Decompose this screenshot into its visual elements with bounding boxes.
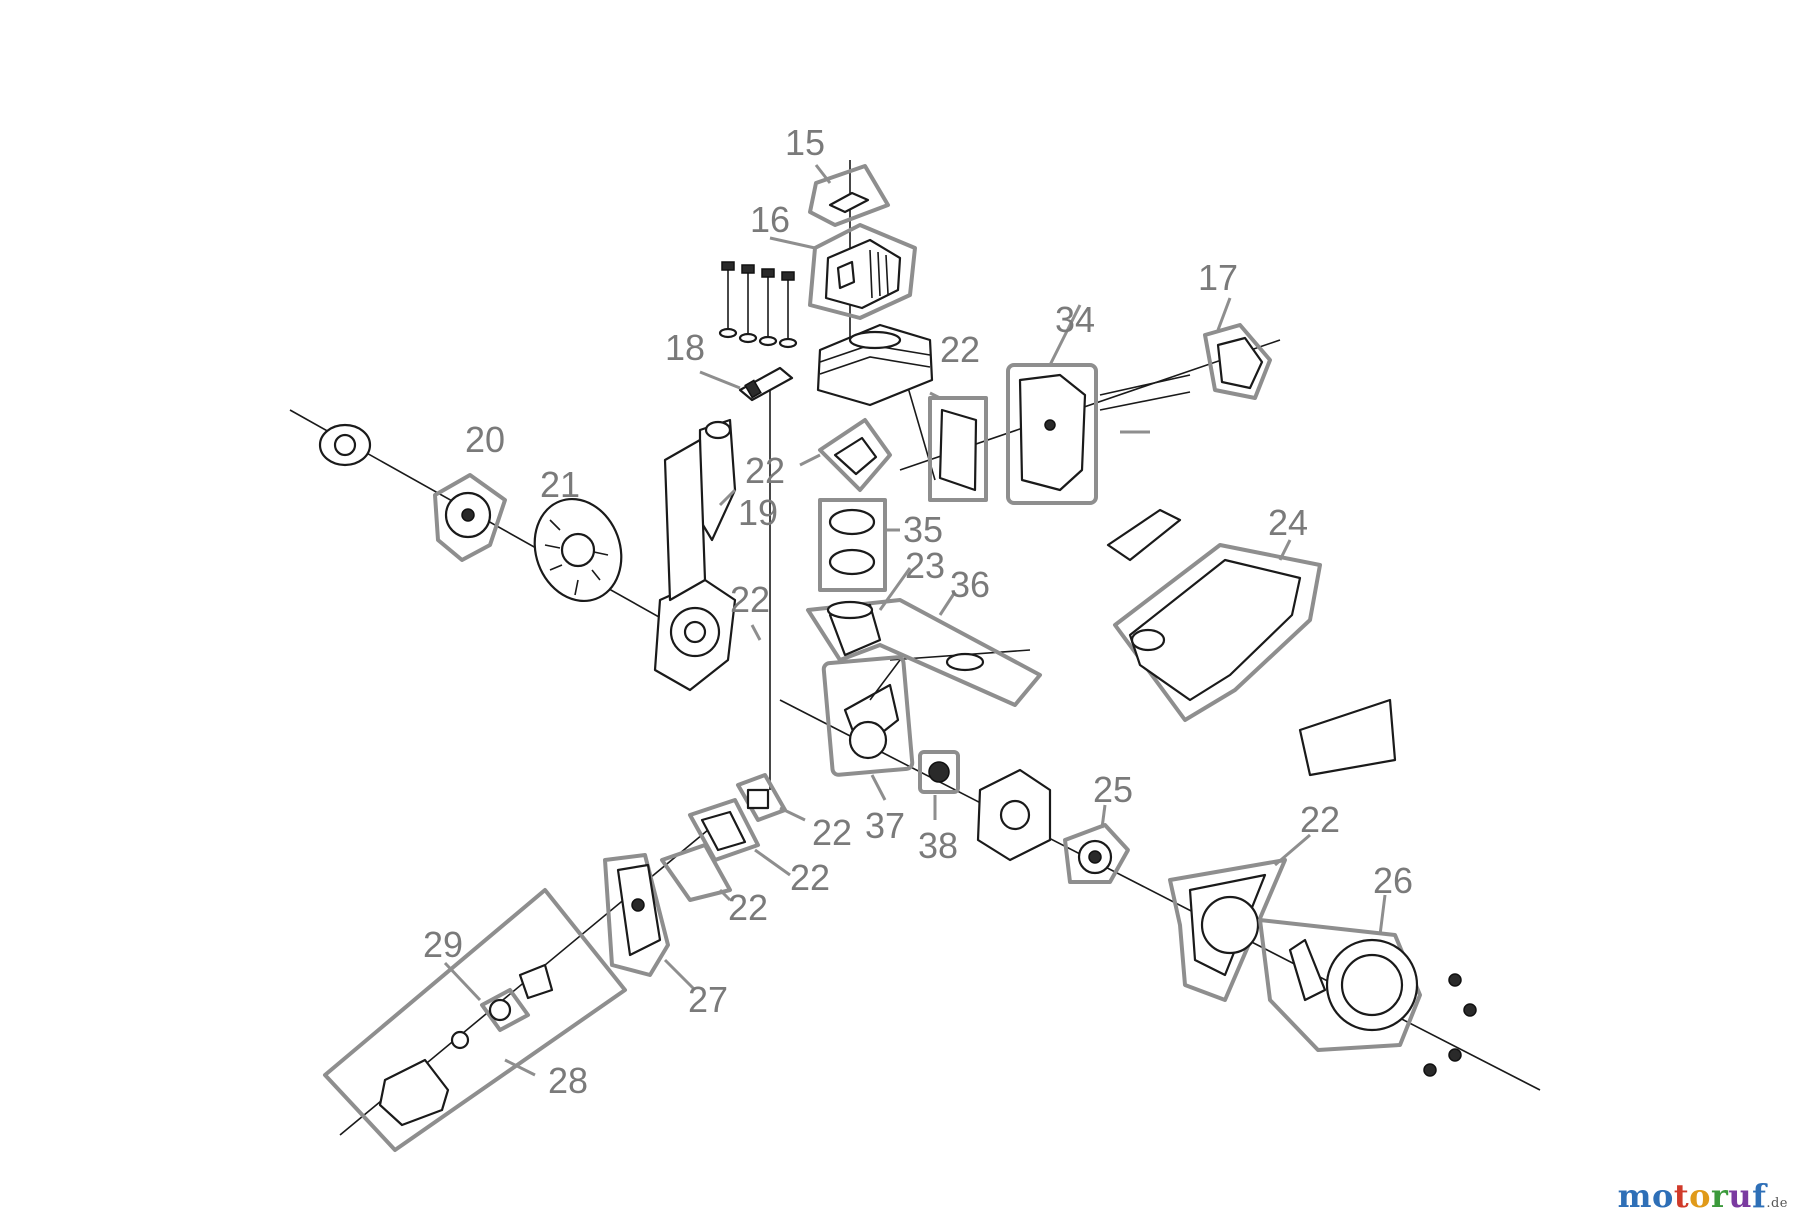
part-22-muffler-gasket xyxy=(928,396,988,502)
muffler-bolts xyxy=(1099,374,1191,411)
callout-24: 24 xyxy=(1268,502,1308,543)
part-23-36-piston xyxy=(806,598,1042,707)
callout-34: 34 xyxy=(1055,299,1095,340)
part-17-heat-shield xyxy=(1203,323,1272,400)
callout-18: 18 xyxy=(665,327,705,368)
callout-35: 35 xyxy=(903,509,943,550)
callout-17: 17 xyxy=(1198,257,1238,298)
callout-16: 16 xyxy=(750,199,790,240)
brand-letter: r xyxy=(1710,1177,1729,1215)
part-37-crankshaft xyxy=(821,655,915,777)
part-21-flywheel xyxy=(533,497,623,603)
callout-29: 29 xyxy=(423,924,463,965)
brand-watermark: motoruf.de xyxy=(1618,1177,1788,1215)
brand-letter: m xyxy=(1617,1177,1652,1215)
part-16-cylinder-shroud xyxy=(808,223,917,320)
callout-37: 37 xyxy=(865,805,905,846)
callout-22-large: 22 xyxy=(1300,799,1340,840)
part-15-cover-cap xyxy=(808,164,890,227)
leader-lines xyxy=(443,164,1387,1077)
brand-letter: t xyxy=(1673,1177,1690,1215)
callout-22-intake-3: 22 xyxy=(728,887,768,928)
part-18-spark-plug xyxy=(738,366,794,402)
callout-22-intake-1: 22 xyxy=(812,812,852,853)
callout-23: 23 xyxy=(905,545,945,586)
brand-letter: o xyxy=(1689,1177,1711,1215)
callout-25: 25 xyxy=(1093,769,1133,810)
part-35-piston-rings xyxy=(818,498,887,592)
callout-36: 36 xyxy=(950,564,990,605)
callout-22-intake-2: 22 xyxy=(790,857,830,898)
callout-27: 27 xyxy=(688,979,728,1020)
part-22-intake-gaskets xyxy=(660,773,787,902)
callout-38: 38 xyxy=(918,825,958,866)
callout-20: 20 xyxy=(465,419,505,460)
cylinder-block xyxy=(816,323,934,407)
part-27-carburetor xyxy=(603,853,670,977)
part-26-clutch-housing xyxy=(1258,918,1422,1052)
callout-15: 15 xyxy=(785,122,825,163)
brand-letter: u xyxy=(1728,1177,1753,1215)
part-22-gasket-large xyxy=(1168,858,1287,1002)
part-28-air-filter xyxy=(323,888,627,1152)
callout-21: 21 xyxy=(540,464,580,505)
callout-22-left: 22 xyxy=(730,579,770,620)
part-20-pulley xyxy=(318,423,507,562)
crankcase-left xyxy=(653,438,737,692)
cylinder-screws xyxy=(718,261,798,349)
crankcase-right xyxy=(976,768,1052,862)
brand-tld: .de xyxy=(1766,1196,1788,1211)
housing-bolts xyxy=(1423,973,1477,1077)
part-38-bearing xyxy=(918,750,960,794)
part-22-gasket-center xyxy=(818,418,892,492)
part-19-bracket xyxy=(698,418,737,542)
callout-28: 28 xyxy=(548,1060,588,1101)
brand-letter: o xyxy=(1651,1177,1674,1215)
callout-22-center: 22 xyxy=(745,450,785,491)
part-25-clutch xyxy=(1063,823,1130,884)
callout-22-muffler: 22 xyxy=(940,329,980,370)
part-34-muffler xyxy=(1006,363,1098,505)
callout-26: 26 xyxy=(1373,860,1413,901)
brand-letters: motoruf xyxy=(1618,1177,1767,1215)
callout-labels: 15 16 17 18 19 20 21 22 22 22 22 22 22 2… xyxy=(423,122,1413,1101)
part-24-fuel-tank xyxy=(1106,508,1322,722)
brand-letter: f xyxy=(1752,1177,1767,1215)
tank-bracket xyxy=(1298,698,1397,777)
callout-19: 19 xyxy=(738,492,778,533)
